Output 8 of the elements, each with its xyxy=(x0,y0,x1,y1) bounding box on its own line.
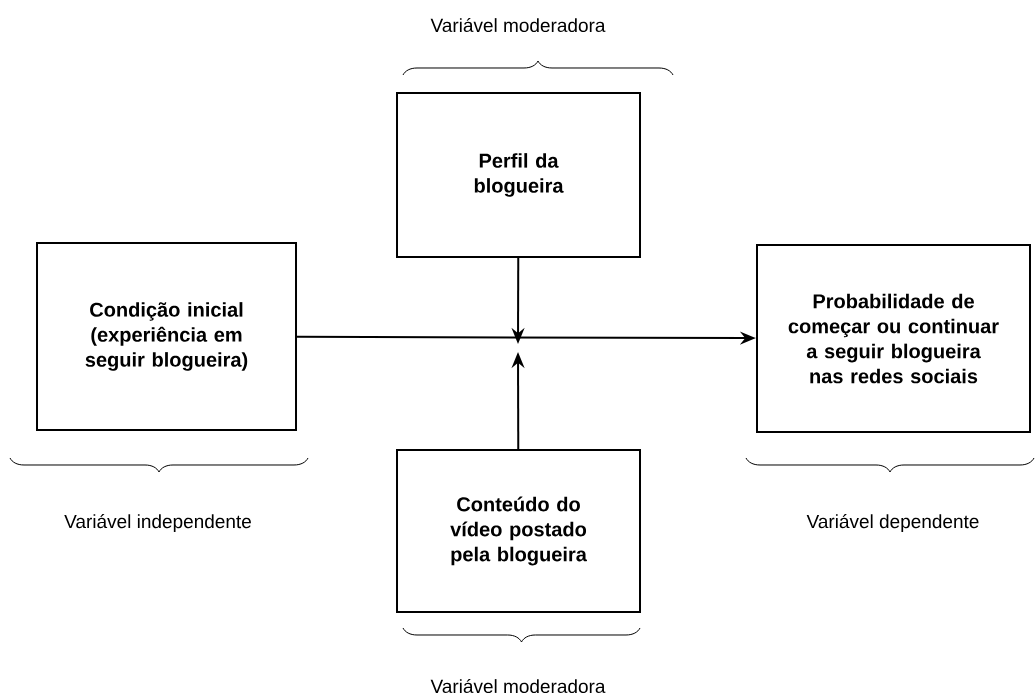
variable-label: Variável moderadora xyxy=(430,17,606,33)
text-box: Conteúdo do vídeo postado pela blogueira xyxy=(396,449,641,613)
variable-label: Variável moderadora xyxy=(430,678,606,694)
variable-label: Variável independente xyxy=(64,514,251,532)
text-box: Condição inicial (experiência em seguir blogueira) xyxy=(36,242,297,431)
text-box: Perfil da blogueira xyxy=(396,92,641,258)
variable-label: Variável dependente xyxy=(806,514,979,532)
text-box: Probabilidade de começar ou continuar a seguir blogueira nas redes sociais xyxy=(756,244,1031,433)
